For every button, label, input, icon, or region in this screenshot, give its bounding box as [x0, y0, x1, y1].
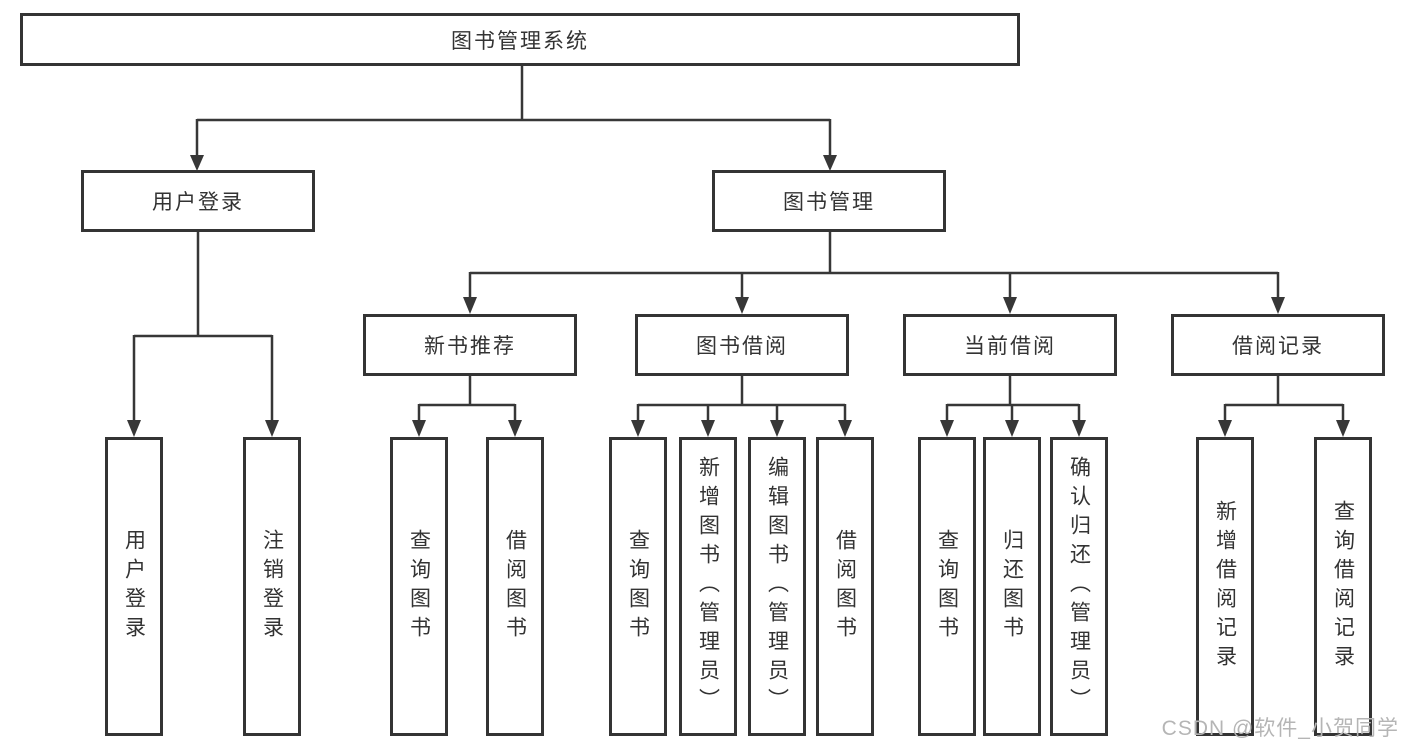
leaf-query-books-borrowing: 查询图书 [609, 437, 667, 736]
leaf-edit-book-admin-label: 编辑图书（管理员） [765, 456, 789, 717]
leaf-confirm-return-admin-label: 确认归还（管理员） [1067, 456, 1091, 717]
leaf-user-login-label: 用户登录 [122, 528, 146, 645]
node-root: 图书管理系统 [20, 13, 1020, 66]
leaf-add-borrow-record: 新增借阅记录 [1196, 437, 1254, 736]
arrowhead-icon [1072, 420, 1086, 437]
arrowhead-icon [265, 420, 279, 437]
arrowhead-icon [127, 420, 141, 437]
node-borrowing-records-label: 借阅记录 [1232, 335, 1324, 358]
arrowhead-icon [1218, 420, 1232, 437]
arrowhead-icon [770, 420, 784, 437]
leaf-query-books-current: 查询图书 [918, 437, 976, 736]
connector-new-book-recommend [412, 376, 522, 437]
node-user-login-label: 用户登录 [152, 191, 244, 214]
node-book-management-label: 图书管理 [783, 191, 875, 214]
leaf-confirm-return-admin: 确认归还（管理员） [1050, 437, 1108, 736]
arrowhead-icon [1005, 420, 1019, 437]
leaf-query-books-recommend: 查询图书 [390, 437, 448, 736]
arrowhead-icon [190, 155, 204, 171]
arrowhead-icon [838, 420, 852, 437]
node-book-borrowing-label: 图书借阅 [696, 335, 788, 358]
connector-book-borrowing [631, 376, 852, 437]
arrowhead-icon [823, 155, 837, 171]
node-book-management: 图书管理 [712, 170, 946, 232]
arrowhead-icon [735, 297, 749, 314]
leaf-add-book-admin: 新增图书（管理员） [679, 437, 737, 736]
leaf-borrow-books-borrowing-label: 借阅图书 [833, 528, 857, 645]
arrowhead-icon [463, 297, 477, 314]
leaf-edit-book-admin: 编辑图书（管理员） [748, 437, 806, 736]
leaf-return-books: 归还图书 [983, 437, 1041, 736]
leaf-logout: 注销登录 [243, 437, 301, 736]
arrowhead-icon [940, 420, 954, 437]
connector-book-management [463, 232, 1285, 314]
node-current-borrowing: 当前借阅 [903, 314, 1117, 376]
connector-user-login [127, 232, 279, 437]
node-book-borrowing: 图书借阅 [635, 314, 849, 376]
arrowhead-icon [701, 420, 715, 437]
leaf-borrow-books-recommend: 借阅图书 [486, 437, 544, 736]
leaf-add-book-admin-label: 新增图书（管理员） [696, 456, 720, 717]
leaf-logout-label: 注销登录 [260, 528, 284, 645]
arrowhead-icon [1003, 297, 1017, 314]
node-root-label: 图书管理系统 [451, 29, 589, 53]
node-current-borrowing-label: 当前借阅 [964, 335, 1056, 358]
node-user-login: 用户登录 [81, 170, 315, 232]
leaf-query-borrow-record: 查询借阅记录 [1314, 437, 1372, 736]
node-new-book-recommend: 新书推荐 [363, 314, 577, 376]
connector-current-borrowing [940, 376, 1086, 437]
node-new-book-recommend-label: 新书推荐 [424, 335, 516, 358]
connector-root [190, 66, 837, 171]
leaf-add-borrow-record-label: 新增借阅记录 [1213, 499, 1237, 674]
leaf-return-books-label: 归还图书 [1000, 528, 1024, 645]
leaf-query-books-borrowing-label: 查询图书 [626, 528, 650, 645]
arrowhead-icon [631, 420, 645, 437]
watermark: CSDN @软件_小贺同学 [1161, 717, 1399, 740]
leaf-query-books-current-label: 查询图书 [935, 528, 959, 645]
arrowhead-icon [508, 420, 522, 437]
leaf-borrow-books-recommend-label: 借阅图书 [503, 528, 527, 645]
arrowhead-icon [412, 420, 426, 437]
leaf-user-login: 用户登录 [105, 437, 163, 736]
leaf-borrow-books-borrowing: 借阅图书 [816, 437, 874, 736]
leaf-query-borrow-record-label: 查询借阅记录 [1331, 499, 1355, 674]
arrowhead-icon [1271, 297, 1285, 314]
arrowhead-icon [1336, 420, 1350, 437]
leaf-query-books-recommend-label: 查询图书 [407, 528, 431, 645]
connector-borrowing-records [1218, 376, 1350, 437]
node-borrowing-records: 借阅记录 [1171, 314, 1385, 376]
